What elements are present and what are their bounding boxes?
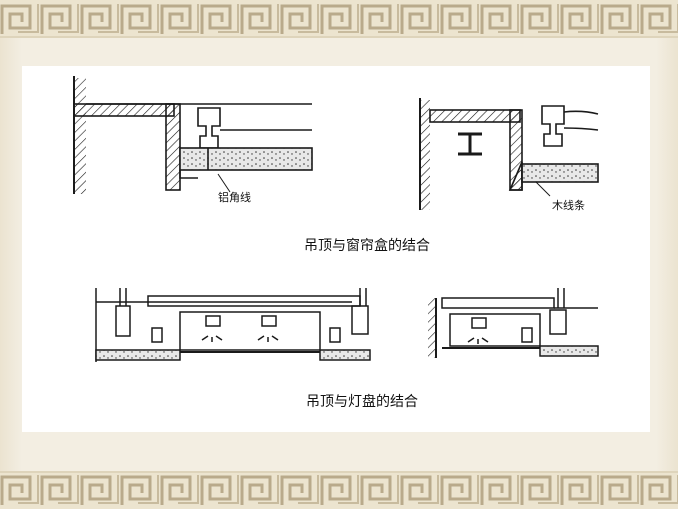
right-background-strip xyxy=(656,38,678,471)
bottom-decorative-border xyxy=(0,471,678,509)
caption-curtain-box: 吊顶与窗帘盒的结合 xyxy=(304,237,430,254)
drawing-light-tray-wide xyxy=(95,288,371,362)
drawing-curtain-box-wood xyxy=(419,98,599,210)
label-wood-strip: 木线条 xyxy=(552,198,585,212)
drawing-light-tray-wall xyxy=(428,288,599,358)
ceiling-detail-drawing: 铝角线 木线条 吊顶与窗帘盒的结合 xyxy=(73,76,599,410)
drawing-panel: 铝角线 木线条 吊顶与窗帘盒的结合 xyxy=(22,66,650,432)
caption-light-tray: 吊顶与灯盘的结合 xyxy=(306,393,418,410)
drawing-curtain-box-aluminum xyxy=(73,76,313,194)
label-aluminum-corner-line: 铝角线 xyxy=(218,190,251,204)
left-background-strip xyxy=(0,38,22,471)
top-decorative-border xyxy=(0,0,678,38)
